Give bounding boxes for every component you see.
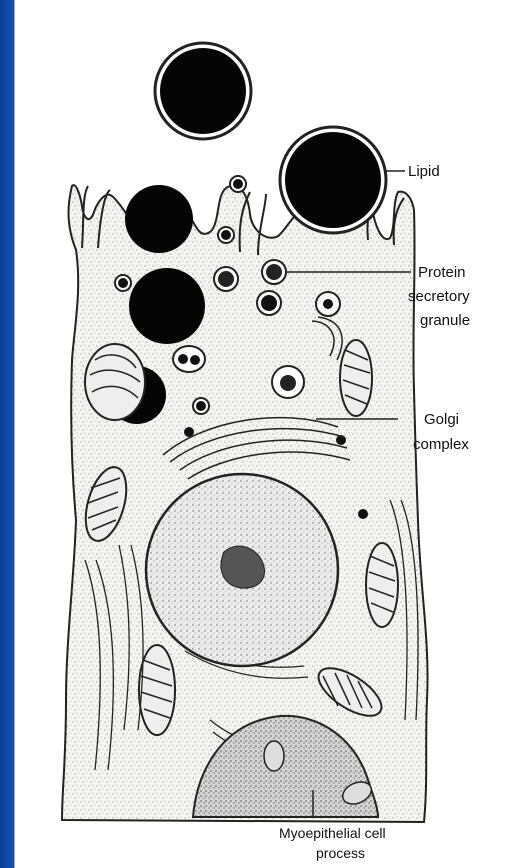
protein-label-line-2: secretory <box>408 288 470 305</box>
myoepithelial-label-line-2: process <box>316 845 365 861</box>
lipid-label: Lipid <box>408 163 440 180</box>
nucleus <box>146 474 338 666</box>
mitochondrion-4 <box>366 543 398 627</box>
golgi-label-line-2: complex <box>413 436 469 453</box>
protein-label-line-1: Protein <box>418 264 466 281</box>
mitochondrion-1 <box>85 344 145 420</box>
golgi-label-line-1: Golgi <box>424 411 459 428</box>
protein-label-line-3: granule <box>420 312 470 329</box>
mitochondrion-2 <box>340 340 372 416</box>
free-lipid-droplet <box>155 43 251 139</box>
myoepithelial-label-line-1: Myoepithelial cell <box>279 825 386 841</box>
mitochondrion-5 <box>139 645 175 735</box>
